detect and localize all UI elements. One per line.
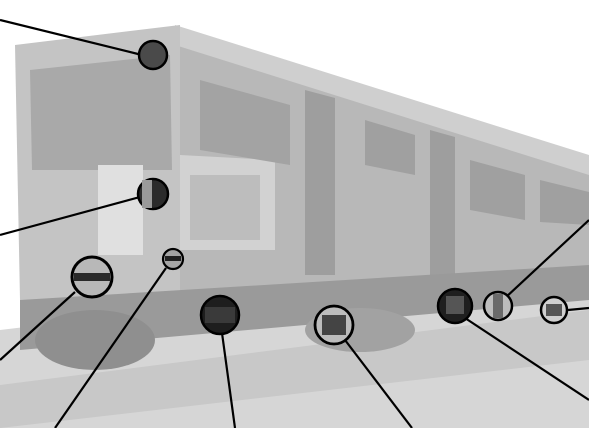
callout-c3-detail [74,273,110,281]
callout-c8-detail [493,294,503,318]
gangway-detail [190,175,260,240]
front-windscreen [30,55,172,170]
callout-c2-highlight [142,180,152,208]
side-door-2 [430,130,455,275]
callout-c1 [139,41,167,69]
callout-c7-detail [446,296,464,314]
bogie-front [35,310,155,370]
callout-c4-detail [165,256,181,261]
callout-c5-detail [205,307,235,323]
callout-c9-detail [546,304,562,316]
callout-c6-detail [322,315,346,335]
side-door-1 [305,90,335,275]
front-number-panel [98,165,143,255]
